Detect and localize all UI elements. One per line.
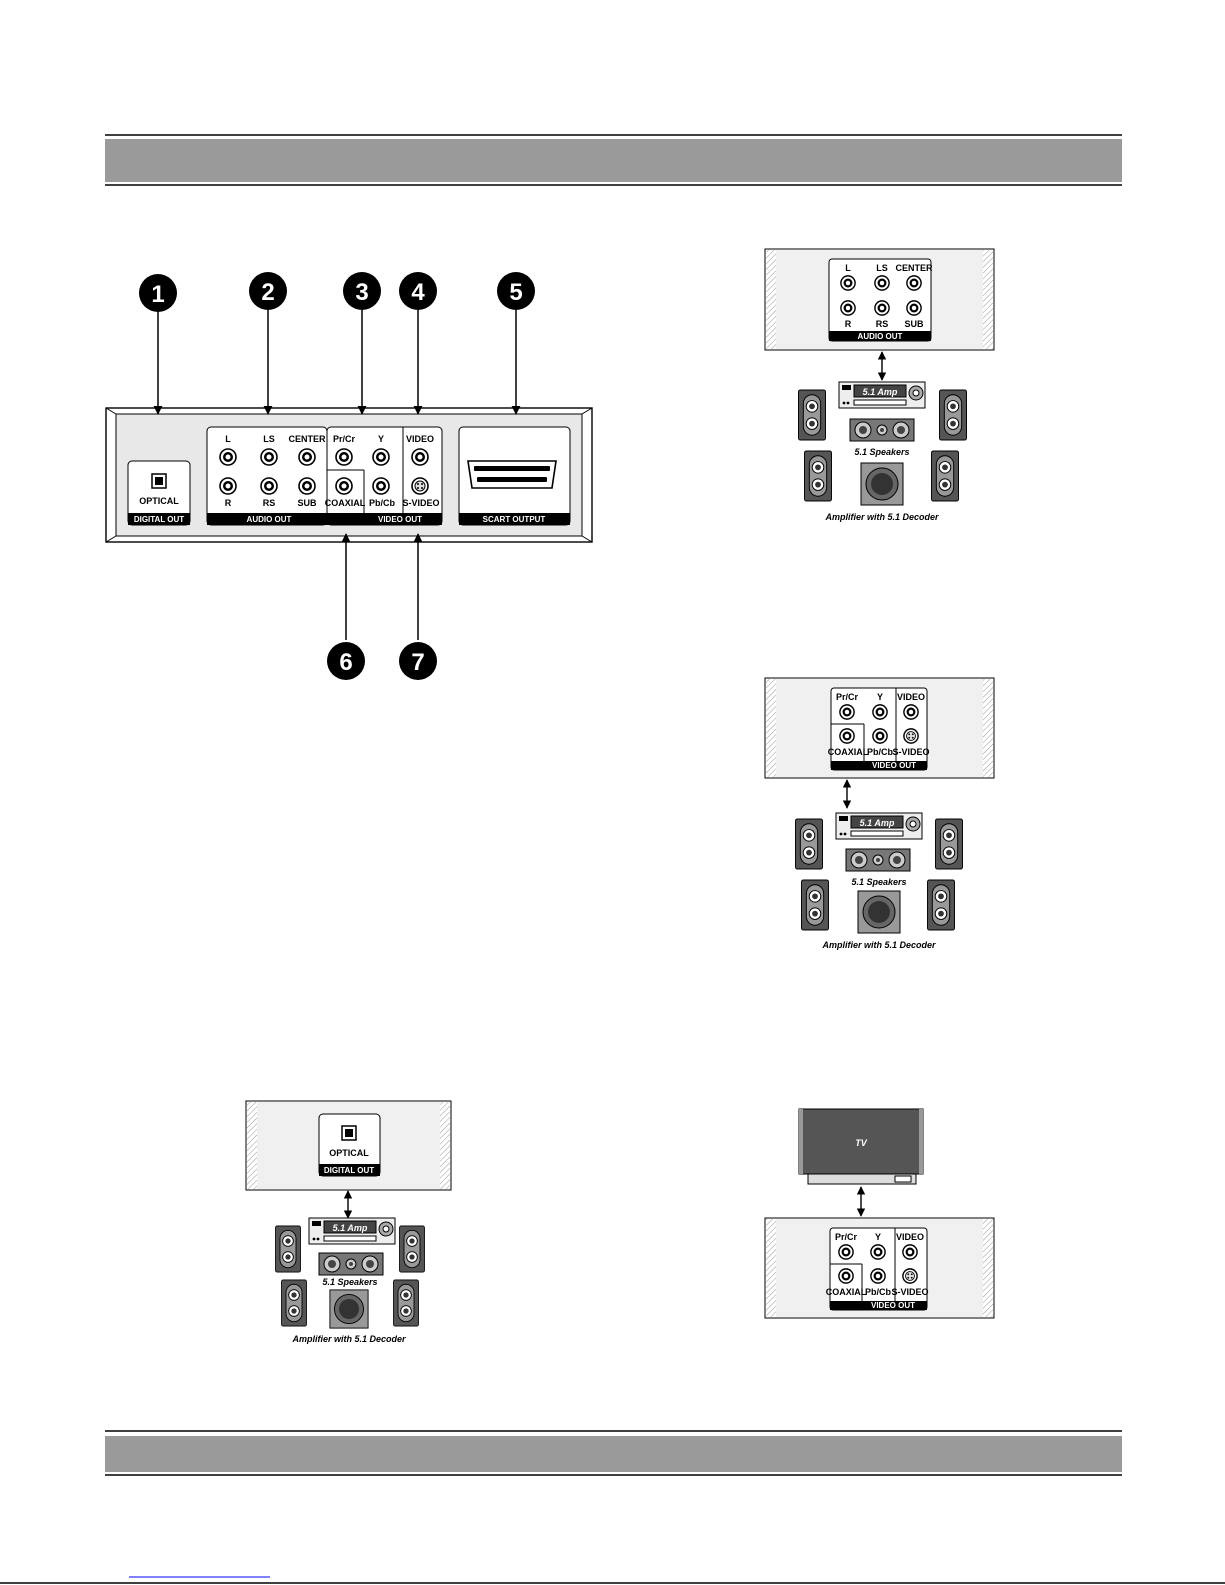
- callout-7: 7: [399, 642, 437, 680]
- page-header-band: [105, 134, 1122, 186]
- svg-text:4: 4: [411, 279, 425, 306]
- audio-out-label: AUDIO OUT: [247, 515, 292, 524]
- diagram-optical-amp: OPTICAL DIGITAL OUT 5.1 Amp 5.1 Speakers…: [245, 1100, 452, 1344]
- jack-video: [411, 448, 429, 466]
- svg-text:5: 5: [509, 279, 522, 306]
- svg-text:LS: LS: [876, 263, 888, 273]
- jack-coaxial: [335, 477, 353, 495]
- svg-text:S-VIDEO: S-VIDEO: [892, 747, 929, 757]
- svg-text:Y: Y: [877, 692, 883, 702]
- svg-text:7: 7: [411, 649, 424, 676]
- svg-text:AUDIO OUT: AUDIO OUT: [858, 332, 903, 341]
- svg-text:5.1 Amp: 5.1 Amp: [863, 387, 898, 397]
- svg-text:5.1 Amp: 5.1 Amp: [860, 818, 895, 828]
- callout-3: 3: [343, 272, 381, 310]
- jack-pbcb: [372, 477, 390, 495]
- jack-prcr: [335, 448, 353, 466]
- video-label-y: Y: [378, 434, 384, 444]
- audio-out-section: L LS CENTER R RS SUB AUDIO OUT: [206, 426, 328, 526]
- video-label-prcr: Pr/Cr: [333, 434, 356, 444]
- callout-6: 6: [327, 642, 365, 680]
- scart-section: SCART OUTPUT: [458, 426, 571, 526]
- video-label-coaxial: COAXIAL: [325, 498, 366, 508]
- svg-text:Pb/Cb: Pb/Cb: [865, 1287, 892, 1297]
- svg-text:COAXIAL: COAXIAL: [826, 1287, 867, 1297]
- page-footer-band: [105, 1430, 1122, 1476]
- svg-text:Pr/Cr: Pr/Cr: [836, 692, 859, 702]
- svg-text:VIDEO: VIDEO: [896, 1232, 924, 1242]
- video-out-section: Pr/Cr Y VIDEO COAXIAL Pb/Cb S-VIDEO VIDE…: [325, 426, 443, 526]
- svg-text:Y: Y: [875, 1232, 881, 1242]
- jack-sub: [298, 477, 316, 495]
- callout-5: 5: [497, 272, 535, 310]
- svg-text:VIDEO OUT: VIDEO OUT: [871, 1301, 915, 1310]
- video-label-svideo: S-VIDEO: [402, 498, 439, 508]
- audio-label-r: R: [225, 498, 232, 508]
- audio-label-rs: RS: [263, 498, 276, 508]
- digital-out-section: OPTICAL DIGITAL OUT: [127, 460, 191, 526]
- svg-text:Pr/Cr: Pr/Cr: [835, 1232, 858, 1242]
- svg-text:6: 6: [339, 649, 352, 676]
- svg-text:S-VIDEO: S-VIDEO: [891, 1287, 928, 1297]
- diagram-tv-video-out: TV Pr/Cr Y VIDEO COAXIAL Pb/Cb S-VIDEO V…: [764, 1108, 995, 1319]
- jack-r: [219, 477, 237, 495]
- svg-text:R: R: [845, 319, 852, 329]
- svg-text:1: 1: [151, 281, 164, 308]
- callout-2: 2: [249, 272, 287, 310]
- svg-text:CENTER: CENTER: [895, 263, 933, 273]
- svg-text:L: L: [845, 263, 851, 273]
- audio-label-ls: LS: [263, 434, 275, 444]
- video-out-label: VIDEO OUT: [378, 515, 422, 524]
- svg-text:OPTICAL: OPTICAL: [329, 1148, 369, 1158]
- jack-ls: [260, 448, 278, 466]
- jack-l: [219, 448, 237, 466]
- diagram-audio-out-amp: L LS CENTER R RS SUB AUDIO OUT 5.1 Amp 5…: [764, 248, 995, 522]
- audio-label-sub: SUB: [297, 498, 317, 508]
- scart-output-label: SCART OUTPUT: [483, 515, 546, 524]
- audio-label-center: CENTER: [288, 434, 326, 444]
- optical-label: OPTICAL: [139, 496, 179, 506]
- video-label-pbcb: Pb/Cb: [369, 498, 396, 508]
- digital-out-label: DIGITAL OUT: [134, 515, 184, 524]
- callout-1: 1: [139, 274, 177, 312]
- svg-text:VIDEO OUT: VIDEO OUT: [872, 761, 916, 770]
- jack-center: [298, 448, 316, 466]
- svg-text:Amplifier with 5.1 Decoder: Amplifier with 5.1 Decoder: [824, 512, 939, 522]
- svg-text:COAXIAL: COAXIAL: [828, 747, 869, 757]
- svg-text:5.1 Speakers: 5.1 Speakers: [322, 1277, 377, 1287]
- svg-text:5.1 Speakers: 5.1 Speakers: [854, 447, 909, 457]
- callout-4: 4: [399, 272, 437, 310]
- svg-text:SUB: SUB: [904, 319, 924, 329]
- svg-text:RS: RS: [876, 319, 889, 329]
- callout-lines: [153, 310, 521, 640]
- svg-text:5.1 Speakers: 5.1 Speakers: [851, 877, 906, 887]
- svg-text:5.1 Amp: 5.1 Amp: [333, 1223, 368, 1233]
- video-label-video: VIDEO: [406, 434, 434, 444]
- jack-rs: [260, 477, 278, 495]
- svg-text:Amplifier with 5.1 Decoder: Amplifier with 5.1 Decoder: [821, 940, 936, 950]
- svg-text:3: 3: [355, 279, 368, 306]
- svg-text:DIGITAL OUT: DIGITAL OUT: [324, 1166, 374, 1175]
- rear-panel-diagram: OPTICAL DIGITAL OUT L LS CENTER R RS SUB…: [105, 407, 593, 543]
- jack-svideo: [411, 477, 429, 495]
- jack-y: [372, 448, 390, 466]
- svg-text:Amplifier with 5.1 Decoder: Amplifier with 5.1 Decoder: [291, 1334, 406, 1344]
- diagram-coaxial-amp: Pr/Cr Y VIDEO COAXIAL Pb/Cb S-VIDEO VIDE…: [764, 677, 995, 950]
- svg-text:VIDEO: VIDEO: [897, 692, 925, 702]
- tv-label: TV: [855, 1138, 867, 1148]
- audio-label-l: L: [225, 434, 231, 444]
- svg-text:Pb/Cb: Pb/Cb: [867, 747, 894, 757]
- svg-text:2: 2: [261, 279, 274, 306]
